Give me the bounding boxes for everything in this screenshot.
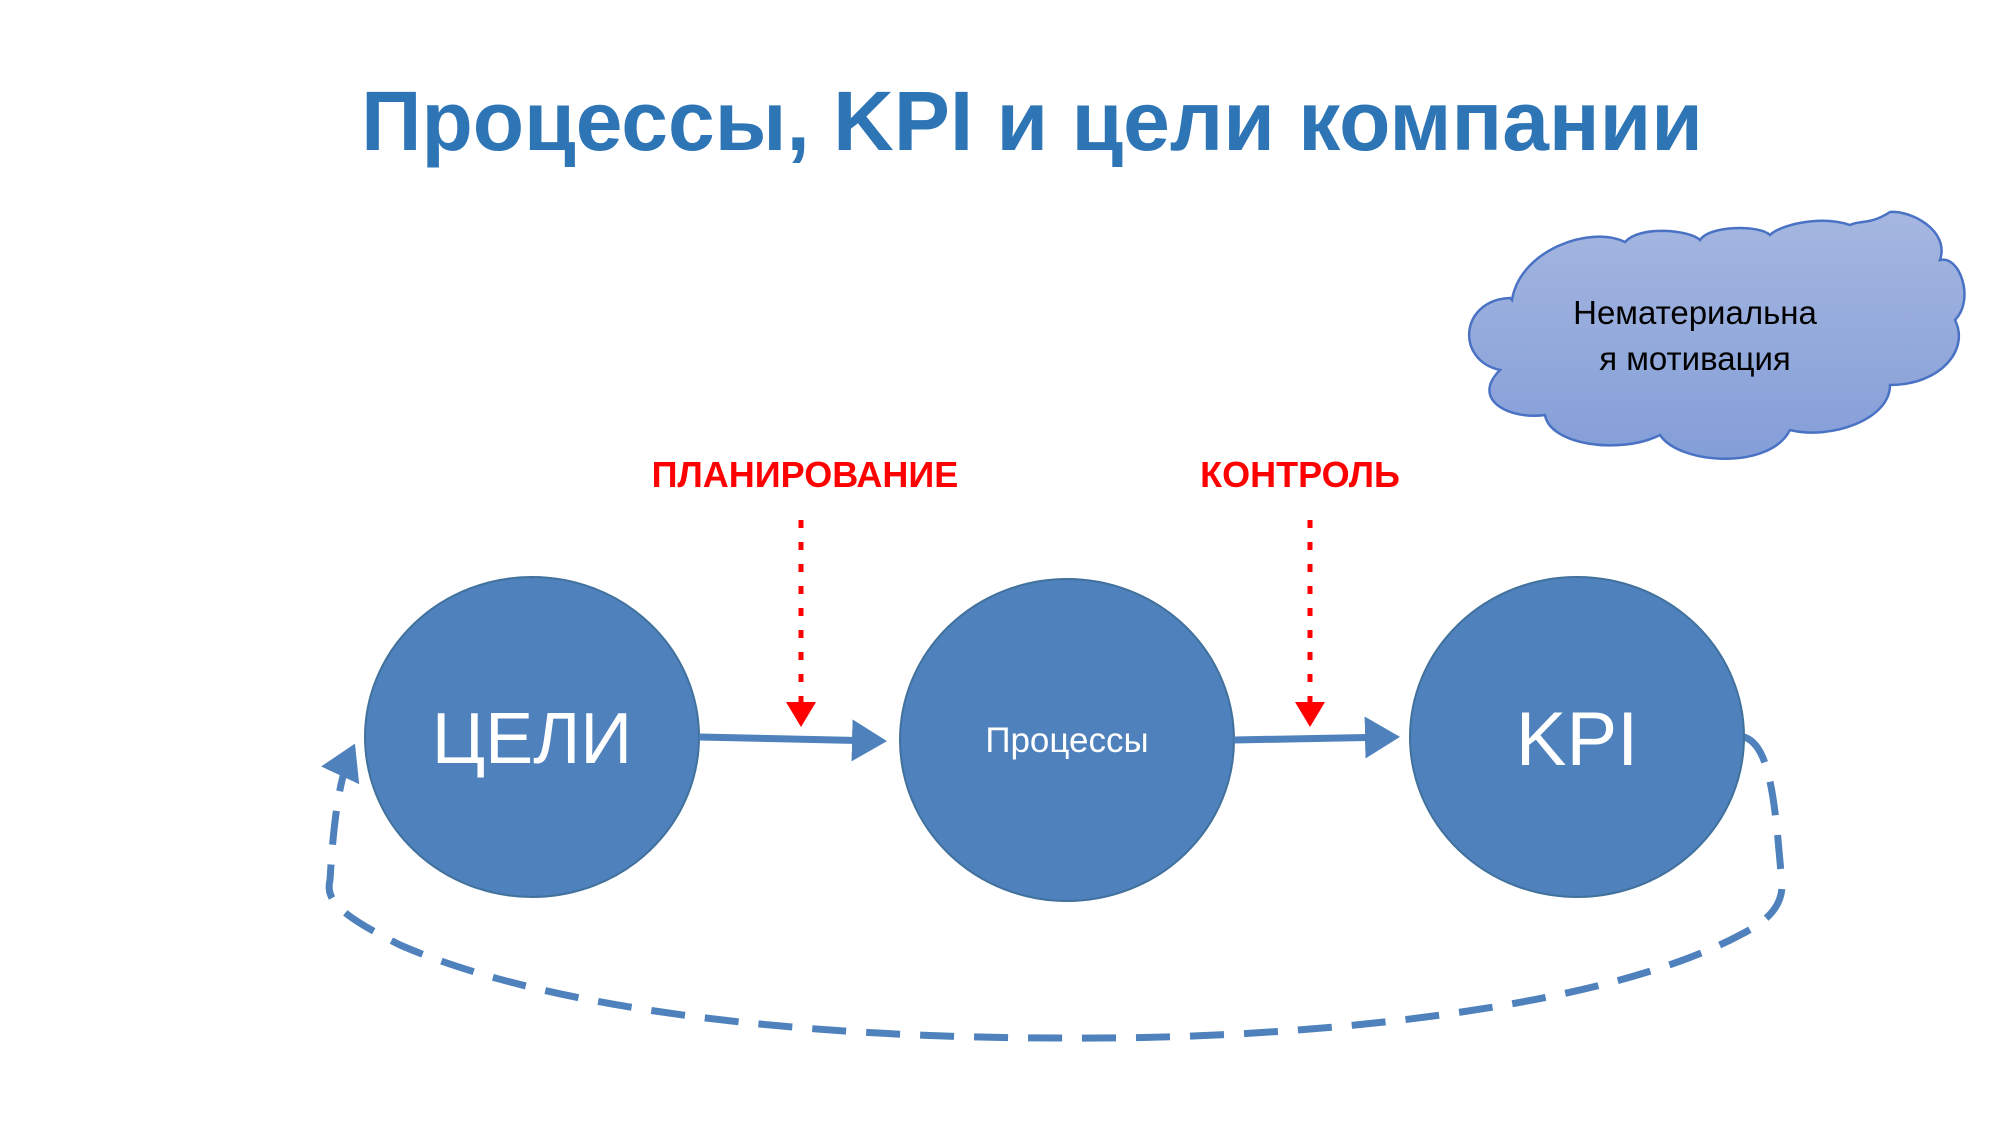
feedback-dashed-arrow (321, 733, 1786, 1042)
node-kpi-label: KPI (1516, 697, 1639, 782)
control-label: КОНТРОЛЬ (1200, 454, 1400, 495)
page-title: Процессы, KPI и цели компании (361, 74, 1703, 168)
node-kpi (1409, 576, 1745, 898)
arrow-processes-to-kpi (1233, 716, 1400, 759)
node-goals-label: ЦЕЛИ (432, 699, 632, 779)
cloud-text-line2: я мотивация (1599, 340, 1791, 377)
planning-label: ПЛАНИРОВАНИЕ (652, 454, 959, 495)
cloud-shape (1467, 210, 1966, 460)
arrow-goals-to-processes (698, 719, 887, 762)
cloud-text-line1: Нематериальна (1573, 294, 1817, 331)
node-processes-label: Процессы (985, 721, 1148, 760)
